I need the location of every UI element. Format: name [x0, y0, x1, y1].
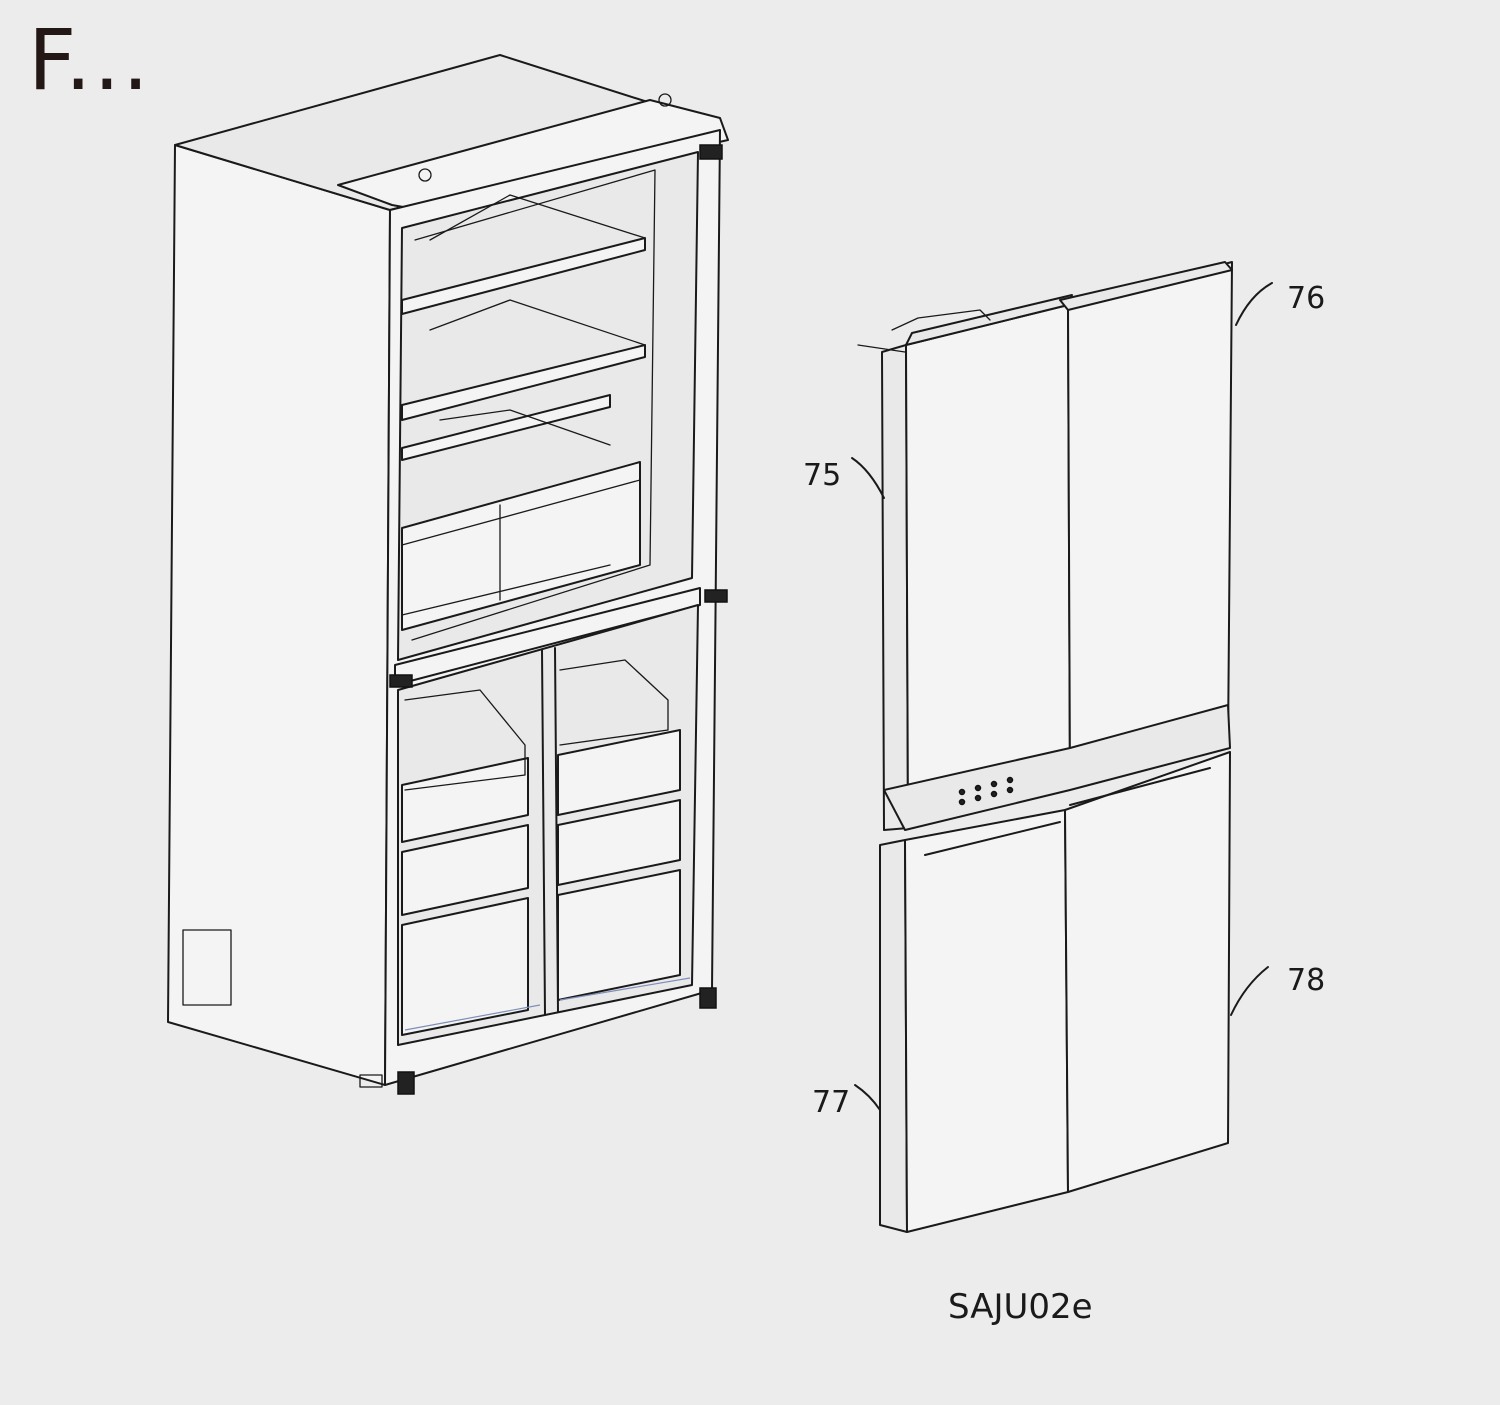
door-top-cap [1059, 261, 1233, 311]
freezer-drawer-right [557, 729, 681, 816]
door-top-cap [905, 294, 1073, 346]
glass-shelf [401, 344, 646, 421]
glass-shelf [401, 237, 646, 315]
door-hinge-pin [891, 309, 991, 331]
control-button [1006, 776, 1014, 784]
control-button [1006, 786, 1014, 794]
callout-75: 75 [803, 458, 841, 493]
control-button [990, 780, 998, 788]
control-panel-band [883, 704, 1231, 831]
door-75-edge [881, 344, 909, 831]
bottom-grille [404, 1004, 541, 1031]
callout-78: 78 [1287, 963, 1325, 998]
callout-leader-78 [1230, 966, 1269, 1016]
control-buttons [958, 776, 1014, 806]
upper-hinge [699, 144, 723, 160]
shelf-rail [429, 194, 646, 241]
ice-bin-right [559, 659, 669, 746]
callout-76: 76 [1287, 281, 1325, 316]
freezer-drawer-right [557, 869, 681, 1001]
freezer-drawer-left [401, 897, 529, 1036]
middle-hinge [389, 674, 413, 688]
upper-left-door [905, 304, 1071, 829]
hinge-screw [658, 93, 672, 107]
control-button [974, 794, 982, 802]
callout-leader-75 [851, 457, 885, 499]
compartment-inner-liner [411, 169, 656, 641]
lower-right-door [1064, 751, 1231, 1193]
lower-left-handle [924, 821, 1061, 856]
freezer-drawer-right [557, 799, 681, 886]
shelf-rail [429, 299, 646, 346]
side-access-panel [182, 929, 232, 1006]
figure-code: SAJU02e [948, 1287, 1093, 1327]
hinge-screw [418, 168, 432, 182]
leveling-foot [699, 987, 717, 1009]
bottom-grille [559, 977, 691, 1001]
control-button [990, 790, 998, 798]
top-hinge-bracket [337, 99, 729, 211]
freezer-drawer-left [401, 824, 529, 916]
middle-hinge [704, 589, 728, 603]
glass-shelf [401, 394, 611, 461]
callout-77: 77 [812, 1085, 850, 1120]
foot-bracket [359, 1074, 383, 1088]
figure-title: F... [28, 11, 151, 109]
freezer-center-mullion [541, 649, 546, 1016]
crisper-drawer-area [401, 461, 641, 631]
control-button [974, 784, 982, 792]
lower-right-handle [1069, 767, 1211, 806]
shelf-rail [439, 409, 611, 446]
control-button [958, 798, 966, 806]
leveling-foot [397, 1071, 415, 1095]
door-77-edge [879, 839, 908, 1233]
callout-leader-77 [854, 1084, 881, 1111]
ice-bin-left [404, 689, 526, 791]
drawer-edge [401, 479, 641, 546]
refrigerator-cabinet [167, 54, 729, 1095]
drawer-edge [401, 564, 611, 616]
lower-left-door [904, 809, 1069, 1233]
callout-leader-76 [1235, 282, 1273, 326]
upper-right-door [1067, 261, 1233, 789]
door-assembly [851, 261, 1273, 1233]
door-hinge-wire [857, 344, 906, 353]
cabinet-side-panel [167, 144, 391, 1086]
control-button [958, 788, 966, 796]
